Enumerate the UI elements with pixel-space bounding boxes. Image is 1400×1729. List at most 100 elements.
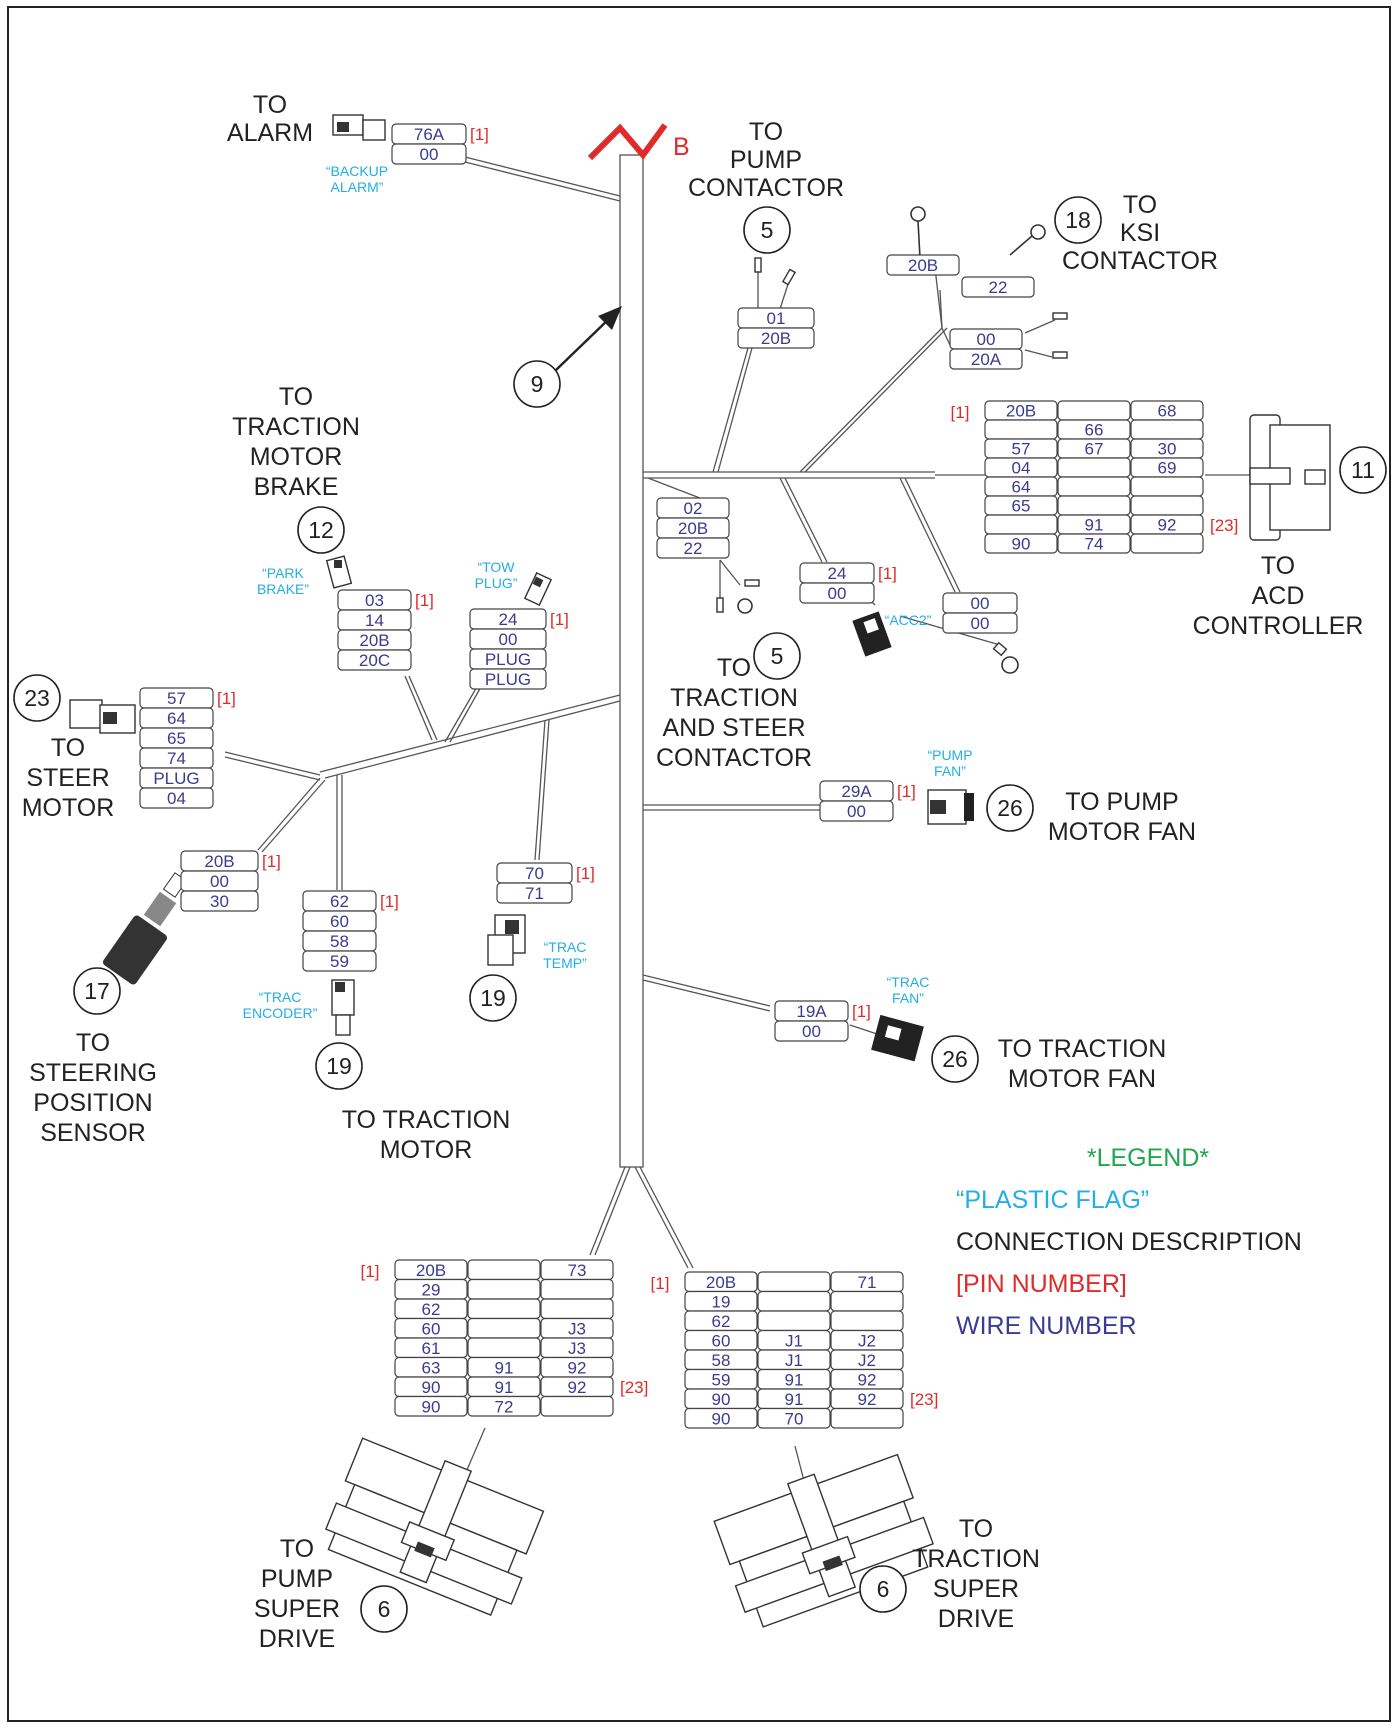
wire-number: 29 (422, 1281, 441, 1300)
label-line: ACD (1252, 582, 1305, 610)
pin-number: [1] (217, 689, 236, 708)
flag-line: “BACKUP (326, 163, 388, 179)
pin-number: [1] (897, 782, 916, 801)
label-line: SUPER (933, 1575, 1019, 1603)
brake-connector-icon (325, 555, 353, 589)
wire-number: 00 (971, 594, 990, 613)
label-line: DRIVE (938, 1605, 1014, 1633)
trac-fan-connector-icon (871, 1014, 924, 1062)
wire-number: 20B (908, 256, 938, 275)
label-line: PUMP (261, 1565, 333, 1593)
wire-number: 24 (828, 564, 847, 583)
wire-number: 22 (989, 278, 1008, 297)
callout-ksi: 18 (1054, 196, 1102, 244)
steer-motor-connector-icon (69, 699, 136, 734)
wire-number: 00 (420, 145, 439, 164)
wire-number: 92 (858, 1390, 877, 1409)
callout-number: 6 (877, 1576, 890, 1602)
ground-ring-terminal-icon (992, 641, 1019, 674)
wire-number: 64 (1012, 478, 1031, 497)
label-line: TO (279, 383, 313, 411)
wire-number: J2 (858, 1351, 876, 1370)
wire-number: 62 (422, 1300, 441, 1319)
wire-number: 90 (712, 1410, 731, 1429)
flag-line: TEMP” (543, 955, 587, 971)
wire-number: 62 (330, 892, 349, 911)
wire-number: 20B (204, 852, 234, 871)
wire-number: 65 (1012, 497, 1031, 516)
wire-number: 01 (767, 309, 786, 328)
flag-line: ALARM” (331, 179, 384, 195)
wire-number: 76A (414, 125, 445, 144)
label-line: CONTACTOR (656, 744, 812, 772)
label-line: TRACTION (670, 684, 798, 712)
wire-number: 20A (971, 350, 1002, 369)
label-line: MOTOR FAN (1048, 818, 1196, 846)
wire-number: 90 (422, 1378, 441, 1397)
wire-number: 24 (499, 610, 518, 629)
plastic-flags: “BACKUPALARM”“PARKBRAKE”“TOWPLUG”“ACC2”“… (243, 163, 973, 1021)
label-line: TO (749, 118, 783, 146)
label-line: TO (76, 1029, 110, 1057)
wire-number: 30 (210, 892, 229, 911)
wire-number: 57 (167, 689, 186, 708)
pin-number: [1] (550, 610, 569, 629)
flag-line: “ACC2” (885, 612, 932, 628)
pin-number: [1] (878, 564, 897, 583)
flag-line: “PARK (262, 565, 304, 581)
wire-number: 92 (568, 1359, 587, 1378)
label-line: TO (1123, 191, 1157, 219)
flag-line: “TOW (477, 559, 515, 575)
label-line: SENSOR (40, 1119, 146, 1147)
wire-number: 72 (495, 1398, 514, 1417)
callout-acd: 11 (1339, 446, 1387, 494)
pump-fan-connector-icon (927, 789, 974, 825)
connector-ksi-a: 20B (886, 254, 960, 276)
wire-number: PLUG (485, 650, 531, 669)
wire-number: 58 (330, 932, 349, 951)
wire-number: 91 (495, 1378, 514, 1397)
flag-line: BRAKE” (257, 581, 309, 597)
callout-number: 26 (997, 795, 1023, 821)
steer-contactor-terminals-icon (716, 579, 760, 614)
acc2-connector-icon (852, 611, 892, 657)
label-line: MOTOR (22, 794, 115, 822)
wire-number: J3 (568, 1320, 586, 1339)
label-line: TO (51, 734, 85, 762)
connector-wire-boxes: 76A00[1]0120B20B220020A0220B222400[1]000… (139, 123, 1035, 1042)
wire-number: 60 (330, 912, 349, 931)
wire-number: 64 (167, 709, 186, 728)
label-line: CONTROLLER (1193, 612, 1364, 640)
legend-plastic-flag: “PLASTIC FLAG” (956, 1186, 1149, 1214)
diagram-frame (7, 6, 1391, 1722)
wire-number: 20B (416, 1261, 446, 1280)
label-line: DRIVE (259, 1625, 335, 1653)
callout-pump-contactor: 5 (743, 206, 791, 254)
acd-controller-connector-icon (1249, 414, 1331, 541)
wire-number: 02 (684, 499, 703, 518)
pin-number: [1] (380, 892, 399, 911)
wire-number: 29A (841, 782, 872, 801)
callout-number: 11 (1351, 457, 1375, 483)
wire-number: 20B (706, 1273, 736, 1292)
legend-title: *LEGEND* (1087, 1144, 1210, 1172)
pin-number: [1] (415, 591, 434, 610)
callout-number: 23 (24, 685, 50, 711)
